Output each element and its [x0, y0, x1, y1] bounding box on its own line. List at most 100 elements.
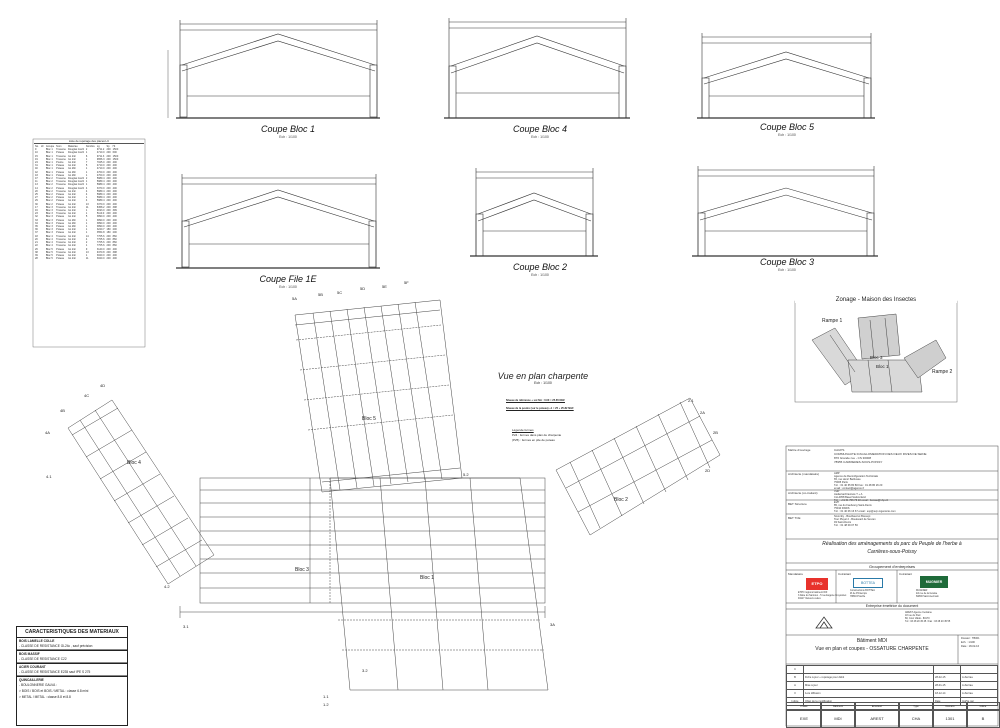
- bom-cell: 5: [85, 215, 88, 219]
- revision-cell-desc: [803, 665, 934, 674]
- bom-cell: Bloc 2: [45, 183, 53, 187]
- bom-cell: 5989.4: [96, 196, 105, 200]
- axis-5E: 5E: [382, 284, 387, 289]
- axis-5C: 5C: [337, 290, 343, 295]
- bom-cell: GL 24c: [67, 253, 76, 257]
- mand-details: ETPO régions batiment IDF 3 Allée du San…: [798, 591, 846, 600]
- bom-cell: 399: [112, 209, 117, 213]
- bom-cell: 30: [35, 202, 38, 206]
- revision-cell-par: A.Zerriaa: [960, 689, 998, 698]
- ech-value: 1/100: [968, 641, 975, 644]
- bom-cell: GL 24c: [67, 157, 76, 161]
- bom-cell: 200: [106, 218, 111, 222]
- footer-value-0: EXE: [786, 709, 822, 728]
- axis-3-1: 3.1: [183, 624, 189, 629]
- dossier-label: Dossier : TB001: [961, 637, 980, 640]
- axis-4B: 4B: [60, 408, 65, 413]
- axis-1-1: 1.1: [323, 694, 329, 699]
- arch-line5: Tél. : 01 40 65 80 80 Fax : 01 48 86 26 …: [834, 484, 883, 487]
- bom-cell: 400: [112, 183, 117, 187]
- bom-cell: Douglas GL24: [67, 151, 84, 155]
- section-bloc5: [697, 33, 875, 119]
- section-scale-bloc3: Ech : 1/100: [778, 268, 796, 272]
- mo-label: Maître d'ouvrage: [788, 448, 811, 452]
- bom-cell: 42: [35, 170, 38, 174]
- cot2-line2: ZA rue de la Goulée: [916, 592, 938, 595]
- bom-cell: 9: [35, 148, 37, 152]
- bom-cell: 2: [85, 177, 88, 181]
- axis-2A: 2A: [700, 410, 705, 415]
- revision-header-row: Indice Objet de la modification Date Ind…: [786, 697, 998, 706]
- revision-cell-ind: C: [786, 665, 804, 674]
- bom-cell: GL 24c: [67, 244, 76, 248]
- arest-line2: 18 rue du Parc: [905, 614, 921, 617]
- cot2-line1: MUGNIER: [916, 589, 928, 592]
- materials-line-solid: - CLASSE DE RESISTANCE C22: [17, 656, 127, 663]
- bom-cell: GL 24c: [67, 193, 76, 197]
- bom-cell: 16: [35, 209, 38, 213]
- bom-cell: Douglas GL24: [67, 183, 84, 187]
- bom-cell: 400: [112, 170, 117, 174]
- bet2-name: Sinomby - Bouthaud et Bossuyt: [834, 515, 871, 518]
- bom-cell: 11: [35, 180, 38, 184]
- bom-cell: Traverse: [56, 237, 66, 241]
- section-bloc2: [470, 168, 598, 257]
- bom-cell: 400: [112, 177, 117, 181]
- bom-cell: 5989.4: [96, 183, 105, 187]
- bom-cell: Poteau: [56, 193, 65, 197]
- bom-cell: 180: [106, 231, 111, 235]
- bom-cell: 200: [106, 202, 111, 206]
- cartouche-mo-details: CAUPS COMMUNAUTE D'AGGLOMERATION DES DEU…: [834, 448, 927, 464]
- materials-line-bolts: - BOULONNERIE GALVA :: [19, 683, 57, 687]
- bom-cell: Bloc 3: [45, 225, 53, 229]
- arest-line1: AREST Agence Centaine: [905, 611, 932, 614]
- mo-name: CAUPS: [834, 448, 845, 452]
- bom-cell: 1: [85, 253, 88, 257]
- materials-section-steel: ACIER COURANT: [17, 663, 127, 669]
- bom-cell: Bloc 1: [45, 164, 53, 168]
- bom-cell: 200: [106, 253, 111, 257]
- axis-3-2: 3.2: [362, 668, 368, 673]
- bom-cell: 18: [35, 234, 38, 238]
- bom-cell: 4: [85, 199, 88, 203]
- bom-cell: Poteau: [56, 199, 65, 203]
- bom-cell: 23: [35, 212, 38, 216]
- materials-line-steel: - CLASSE DE RESISTANCE E235 sauf IPE S 2…: [17, 669, 127, 676]
- bom-cell: 4710.0: [96, 151, 105, 155]
- bom-cell: GL 24c: [67, 231, 76, 235]
- bom-cell: 200: [106, 173, 111, 177]
- archc-line4: Tél. : +41 61 766 76 10 email : bureau@v…: [834, 499, 889, 502]
- zonage-rampe1: Rampe 1: [822, 318, 843, 324]
- bom-cell: 38: [35, 250, 38, 254]
- bom-cell: Traverse: [56, 157, 66, 161]
- cot1-details: Constructions BOTTEA ZI de Printemps 788…: [850, 589, 875, 598]
- cartouche-archc-details: VHP Atelier/architecture T + A CH-4058 B…: [834, 490, 888, 502]
- bom-cell: Traverse: [56, 189, 66, 193]
- plan-bloc4: [67, 399, 215, 585]
- bom-cell: GL 28c: [67, 221, 76, 225]
- bom-cell: 1: [85, 212, 88, 216]
- axis-5F: 5F: [404, 280, 409, 285]
- bom-cell: 1: [85, 151, 88, 155]
- bom-cell: Douglas GL24: [67, 186, 84, 190]
- bom-title: Liste de repérage des pièces LC: [34, 139, 144, 144]
- bom-cell: 1500: [112, 154, 119, 158]
- bom-cell: GL 24c: [67, 215, 76, 219]
- bom-cell: 4710.0: [96, 164, 105, 168]
- mo-line4: 78955 CARRIERES-SOUS-POISSY: [834, 460, 883, 464]
- bom-cell: 400: [112, 161, 117, 165]
- section-scale-file1e: Ech : 1/100: [279, 285, 297, 289]
- axis-5D: 5D: [360, 286, 366, 291]
- bom-cell: 200: [106, 209, 111, 213]
- bom-cell: 400: [112, 253, 117, 257]
- section-bloc3: [692, 166, 878, 257]
- bom-cell: 200: [106, 215, 111, 219]
- bom-cell: Bloc 3: [45, 221, 53, 225]
